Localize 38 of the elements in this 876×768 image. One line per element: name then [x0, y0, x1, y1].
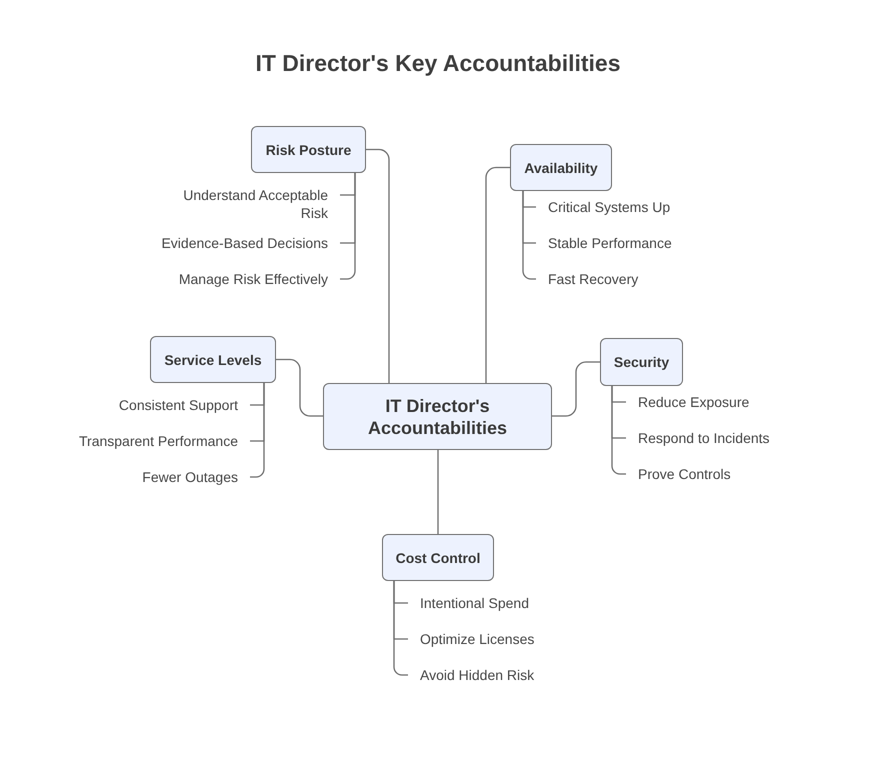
topic-box: [382, 534, 494, 581]
topic-label: Risk Posture: [266, 140, 352, 158]
branch-item-text: Evidence-Based Decisions: [161, 234, 340, 252]
topic-box: [150, 336, 276, 383]
branch-item-text: Optimize Licenses: [408, 630, 534, 648]
diagram-title: IT Director's Key Accountabilities: [254, 49, 622, 78]
topic-box: [600, 338, 683, 386]
branch-item-text: Reduce Exposure: [626, 393, 750, 411]
central-topic-box: [323, 383, 552, 450]
central-topic-label: IT Director's Accountabilities: [366, 394, 508, 438]
branch-item-text: Consistent Support: [118, 396, 250, 414]
connector-line: [611, 386, 626, 475]
topic-box: [251, 126, 366, 173]
branch-item-text: Transparent Performance: [79, 432, 250, 450]
topic-label: Availability: [524, 158, 598, 176]
branch-item-text: Respond to Incidents: [626, 429, 770, 447]
connector-line: [250, 383, 265, 478]
branch-item-text: Fast Recovery: [536, 270, 638, 288]
branch-item-text: Intentional Spend: [408, 594, 529, 612]
connector-line: [437, 450, 439, 534]
connector-line: [552, 361, 600, 417]
branch-item-text: Prove Controls: [626, 465, 731, 483]
connector-line: [366, 148, 390, 383]
branch-item-text: Critical Systems Up: [536, 198, 670, 216]
branch-item-text: Stable Performance: [536, 234, 672, 252]
connector-line: [522, 191, 536, 280]
connector-line: [485, 166, 510, 383]
topic-label: Cost Control: [396, 548, 480, 566]
branch-item-text: Fewer Outages: [142, 468, 250, 486]
topic-label: Service Levels: [164, 350, 262, 368]
connector-line: [340, 173, 356, 280]
connector-line: [276, 358, 323, 417]
topic-label: Security: [614, 353, 670, 371]
branch-item-text: Understand Acceptable Risk: [165, 186, 340, 222]
branch-item-text: Avoid Hidden Risk: [408, 666, 534, 684]
connector-line: [393, 581, 408, 676]
branch-item-text: Manage Risk Effectively: [178, 270, 340, 288]
topic-box: [510, 144, 612, 191]
